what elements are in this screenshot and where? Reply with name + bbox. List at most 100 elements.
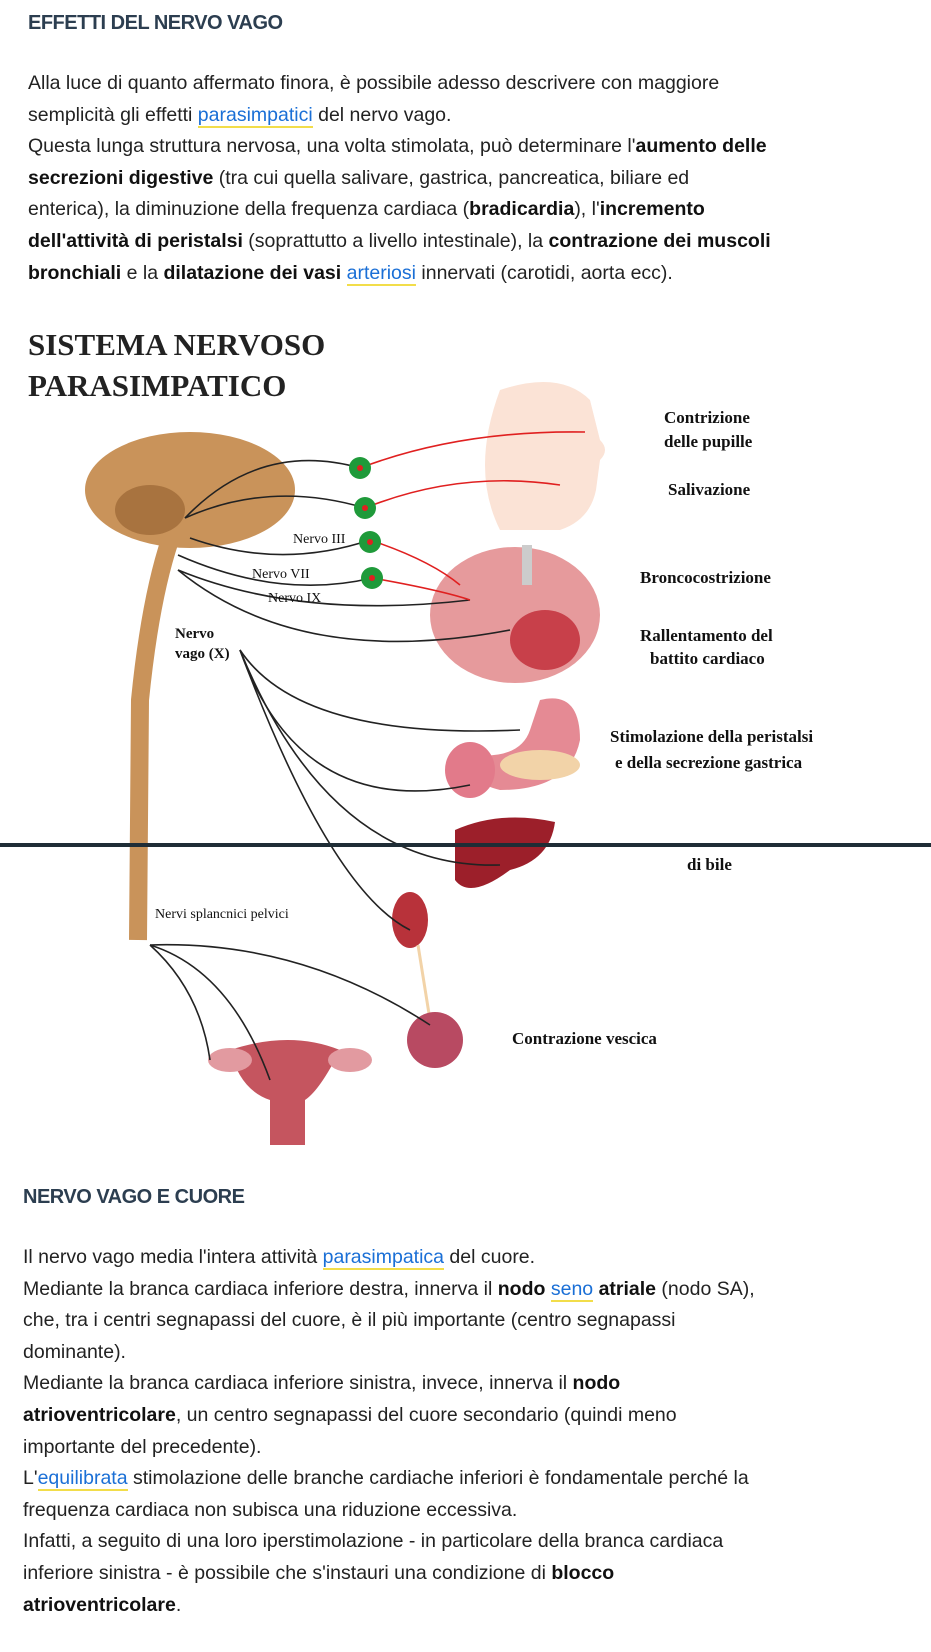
text-segment: frequenza cardiaca non subisca una riduz… [23,1498,518,1521]
text-segment: L' [23,1467,38,1490]
face-illustration [485,382,605,530]
bold-text: incremento [599,198,705,221]
spinal-cord [129,537,179,941]
text-segment: (soprattutto a livello intestinale), la [242,229,549,252]
text-segment: ), l' [574,198,600,221]
kidney-illustration [392,892,428,948]
text-line: semplicità gli effetti parasimpatici del… [28,100,771,132]
bold-text: atriale [598,1277,657,1300]
uterus-illustration [230,1040,340,1145]
text-segment: importante del precedente). [23,1435,262,1458]
nerve-fibers [149,459,521,1081]
text-segment: Mediante la branca cardiaca inferiore de… [23,1277,498,1300]
text-segment: semplicità gli effetti [28,103,198,126]
text-line: bronchiali e la dilatazione dei vasi art… [28,258,771,290]
text-segment: Mediante la branca cardiaca inferiore si… [23,1372,573,1395]
bold-text: bradicardia [469,198,575,221]
section-heading-effetti: EFFETTI DEL NERVO VAGO [28,12,283,34]
text-segment [341,262,346,284]
pancreas-illustration [500,750,580,780]
text-segment: , un centro segnapassi del cuore seconda… [175,1403,677,1426]
text-line: dell'attività di peristalsi (soprattutto… [28,226,771,258]
label-nervo-ix: Nervo IX [268,591,321,606]
glossary-link[interactable]: seno [550,1277,594,1302]
text-segment: Infatti, a seguito di una loro iperstimo… [23,1530,724,1553]
liver-illustration [455,817,555,888]
text-line: che, tra i centri segnapassi del cuore, … [23,1305,755,1337]
glossary-link[interactable]: equilibrata [37,1467,128,1492]
text-line: L'equilibrata stimolazione delle branche… [23,1463,755,1495]
text-segment: dominante). [23,1340,126,1363]
duodenum-illustration [445,742,495,798]
parasympathetic-diagram: SISTEMA NERVOSO PARASIMPATICO [0,300,931,1160]
diagram-title-1: SISTEMA NERVOSO [28,327,325,362]
text-segment: Alla luce di quanto affermato finora, è … [28,72,720,94]
label-vago-1: Nervo [175,626,214,642]
label-vago-2: vago (X) [175,646,230,662]
text-line: atrioventricolare. [23,1590,755,1622]
heart-illustration [510,610,580,670]
label-peristalsi-1: Stimolazione della peristalsi [610,727,813,746]
text-line: Questa lunga struttura nervosa, una volt… [28,131,771,163]
label-salivazione: Salivazione [668,480,751,499]
text-segment: del nervo vago. [312,103,452,126]
brain-illustration [85,432,295,548]
bold-text: aumento delle [635,135,767,158]
label-bile: di bile [687,855,732,874]
text-segment: innervati (carotidi, aorta ecc). [415,261,673,284]
bold-text: dell'attività di peristalsi [28,229,243,252]
diagram-title-2: PARASIMPATICO [28,368,286,403]
bold-text: contrazione dei muscoli [548,229,771,252]
text-segment: enterica), la diminuzione della frequenz… [28,198,470,221]
bold-text: blocco [551,1561,615,1584]
text-line: atrioventricolare, un centro segnapassi … [23,1400,755,1432]
label-nervo-vii: Nervo VII [252,567,310,582]
text-line: Alla luce di quanto affermato finora, è … [28,68,771,100]
text-line: enterica), la diminuzione della frequenz… [28,194,771,226]
overlay-divider [0,843,931,847]
text-segment: stimolazione delle branche cardiache inf… [127,1467,749,1490]
diagram-svg: SISTEMA NERVOSO PARASIMPATICO [28,327,813,1145]
text-line: Infatti, a seguito di una loro iperstimo… [23,1526,755,1558]
bladder-illustration [407,1012,463,1068]
postganglionic-fibers [359,431,586,601]
text-segment: (tra cui quella salivare, gastrica, panc… [213,166,690,189]
text-segment: e la [121,261,164,284]
glossary-link[interactable]: parasimpatici [197,103,313,128]
text-line: dominante). [23,1337,755,1369]
bold-text: nodo [572,1372,621,1395]
text-segment: Il nervo vago media l'intera attività [23,1246,323,1268]
bold-text: dilatazione dei vasi [163,261,342,284]
label-pupille-2: delle pupille [664,432,753,451]
text-line: Il nervo vago media l'intera attività pa… [23,1242,755,1274]
label-vescica: Contrazione vescica [512,1029,657,1048]
label-nervo-iii: Nervo III [293,532,346,547]
label-battito-2: battito cardiaco [650,649,765,668]
cerebellum-illustration [115,485,185,535]
text-segment: (nodo SA), [656,1277,755,1300]
text-line: frequenza cardiaca non subisca una riduz… [23,1495,755,1527]
text-segment: che, tra i centri segnapassi del cuore, … [23,1309,676,1332]
text-line: Mediante la branca cardiaca inferiore de… [23,1274,755,1306]
label-splancnici: Nervi splancnici pelvici [155,907,289,922]
text-segment: inferiore sinistra - è possibile che s'i… [23,1561,552,1584]
bold-text: bronchiali [28,261,122,284]
label-pupille-1: Contrizione [664,408,750,427]
paragraph-cuore: Il nervo vago media l'intera attività pa… [23,1242,755,1621]
ganglia [349,457,383,589]
trachea-illustration [522,545,532,585]
label-battito-1: Rallentamento del [640,626,773,645]
glossary-link[interactable]: parasimpatica [322,1246,445,1270]
lungs-illustration [430,547,600,683]
bold-text: nodo [497,1277,546,1300]
bold-text: secrezioni digestive [28,166,214,189]
label-broncocostrizione: Broncocostrizione [640,568,771,587]
bold-text: atrioventricolare [23,1403,176,1426]
text-line: importante del precedente). [23,1432,755,1464]
bold-text: atrioventricolare [23,1593,176,1616]
section-heading-cuore: NERVO VAGO E CUORE [23,1186,245,1208]
text-segment: . [175,1593,182,1616]
glossary-link[interactable]: arteriosi [346,261,416,286]
text-line: Mediante la branca cardiaca inferiore si… [23,1368,755,1400]
text-line: secrezioni digestive (tra cui quella sal… [28,163,771,195]
